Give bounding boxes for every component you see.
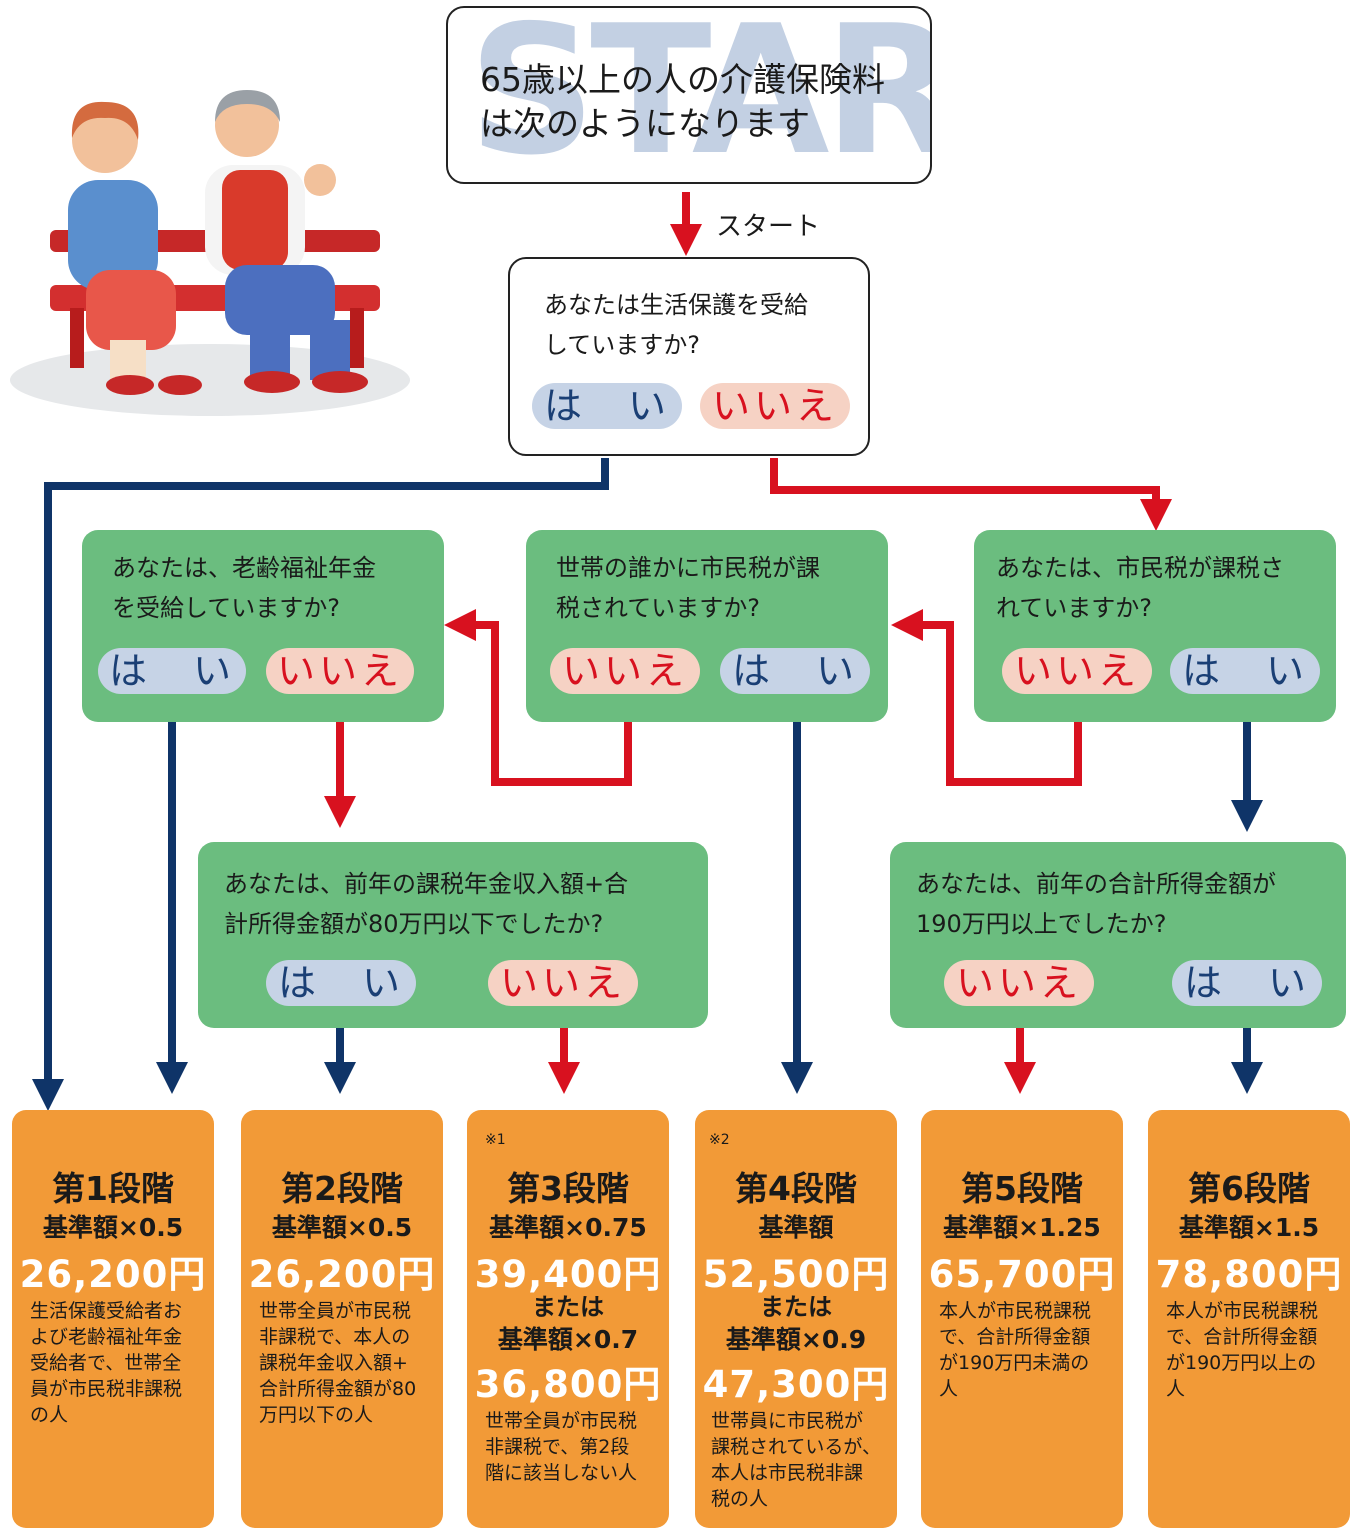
stage-multiplier: 基準額 [758, 1213, 834, 1242]
selftax-no-pill: いいえ [1002, 648, 1152, 694]
arrow-q1-yes [32, 458, 609, 1111]
stage-title: 第4段階 [735, 1169, 857, 1208]
arrow-q1-no [770, 458, 1172, 531]
stage-title: 第3段階 [507, 1169, 629, 1208]
pension-no-pill: いいえ [266, 648, 414, 694]
stage-description: 世帯員に市民税が 課税されているが、 本人は市民税非課 税の人 [711, 1410, 882, 1510]
stage-amount: 26,200円 [248, 1253, 436, 1296]
arrow-household-no [444, 609, 632, 786]
stage-note: ※2 [709, 1132, 730, 1148]
selftax-yes-pill: は い [1170, 648, 1320, 694]
stage-or: または [760, 1293, 832, 1321]
stage-amount-alt: 47,300円 [702, 1363, 890, 1406]
stage-1-box: 第1段階 基準額×0.5 26,200円 生活保護受給者お よび老齢福祉年金 受… [12, 1110, 214, 1528]
welfare-no-pill: いいえ [700, 383, 850, 429]
income190-no-pill: いいえ [944, 960, 1094, 1006]
stage-title: 第2段階 [281, 1169, 403, 1208]
household-no-pill: いいえ [550, 648, 700, 694]
income80-no-pill: いいえ [488, 960, 638, 1006]
household-yes-pill: は い [720, 648, 870, 694]
question-welfare: あなたは生活保護を受給 していますか? は い いいえ [508, 257, 870, 456]
stage-description: 世帯全員が市民税 非課税で、第2段 階に該当しない人 [485, 1410, 638, 1484]
income80-yes-pill: は い [266, 960, 416, 1006]
question-pension: あなたは、老齢福祉年金 を受給していますか? は い いいえ [82, 530, 444, 722]
stage-amount: 52,500円 [702, 1253, 890, 1296]
stage-multiplier: 基準額×0.5 [42, 1213, 184, 1242]
elderly-couple-illustration [10, 90, 410, 416]
stage-2-box: 第2段階 基準額×0.5 26,200円 世帯全員が市民税 非課税で、本人の 課… [241, 1110, 443, 1528]
pension-yes-pill: は い [98, 648, 246, 694]
stage-6-box: 第6段階 基準額×1.5 78,800円 本人が市民税課税 で、合計所得金額 が… [1148, 1110, 1350, 1528]
welfare-yes-pill: は い [532, 383, 682, 429]
stage-multiplier-alt: 基準額×0.7 [497, 1325, 639, 1354]
stage-4-box: ※2 第4段階 基準額 52,500円 または 基準額×0.9 47,300円 … [695, 1110, 897, 1528]
start-arrow-label: スタート [716, 212, 821, 242]
stage-description: 生活保護受給者お よび老齢福祉年金 受給者で、世帯全 員が市民税非課税 の人 [30, 1300, 183, 1426]
stage-amount: 26,200円 [19, 1253, 207, 1296]
question-income-80: あなたは、前年の課税年金収入額+合 計所得金額が80万円以下でしたか? は い … [198, 842, 708, 1028]
stage-3-box: ※1 第3段階 基準額×0.75 39,400円 または 基準額×0.7 36,… [467, 1110, 669, 1528]
stage-multiplier: 基準額×0.5 [271, 1213, 413, 1242]
stage-description: 本人が市民税課税 で、合計所得金額 が190万円以上の 人 [1166, 1300, 1319, 1400]
arrow-selftax-no [891, 609, 1082, 786]
question-self-tax: あなたは、市民税が課税さ れていますか? いいえ は い [974, 530, 1336, 722]
stage-multiplier: 基準額×0.75 [489, 1213, 647, 1242]
stage-title: 第6段階 [1188, 1169, 1310, 1208]
stage-amount: 39,400円 [474, 1253, 662, 1296]
stage-multiplier: 基準額×1.5 [1178, 1213, 1320, 1242]
question-household-tax: 世帯の誰かに市民税が課 税されていますか? いいえ は い [526, 530, 888, 722]
stage-multiplier-alt: 基準額×0.9 [725, 1325, 867, 1354]
stage-note: ※1 [485, 1132, 506, 1148]
stage-or: または [532, 1293, 604, 1321]
stage-title: 第5段階 [961, 1169, 1083, 1208]
start-title: 65歳以上の人の介護保険料 は次のようになります [480, 60, 885, 143]
income190-yes-pill: は い [1172, 960, 1322, 1006]
stage-title: 第1段階 [52, 1169, 174, 1208]
question-income-190: あなたは、前年の合計所得金額が 190万円以上でしたか? いいえ は い [890, 842, 1346, 1028]
stage-amount: 65,700円 [928, 1253, 1116, 1296]
stage-amount: 78,800円 [1155, 1253, 1343, 1296]
stage-description: 本人が市民税課税 で、合計所得金額 が190万円未満の 人 [939, 1300, 1092, 1400]
start-box: START 65歳以上の人の介護保険料 は次のようになります [446, 6, 932, 184]
start-watermark: START [468, 6, 930, 184]
stage-description: 世帯全員が市民税 非課税で、本人の 課税年金収入額+ 合計所得金額が80 万円以… [259, 1300, 417, 1426]
stage-5-box: 第5段階 基準額×1.25 65,700円 本人が市民税課税 で、合計所得金額 … [921, 1110, 1123, 1528]
stage-amount-alt: 36,800円 [474, 1363, 662, 1406]
stage-multiplier: 基準額×1.25 [943, 1213, 1101, 1242]
